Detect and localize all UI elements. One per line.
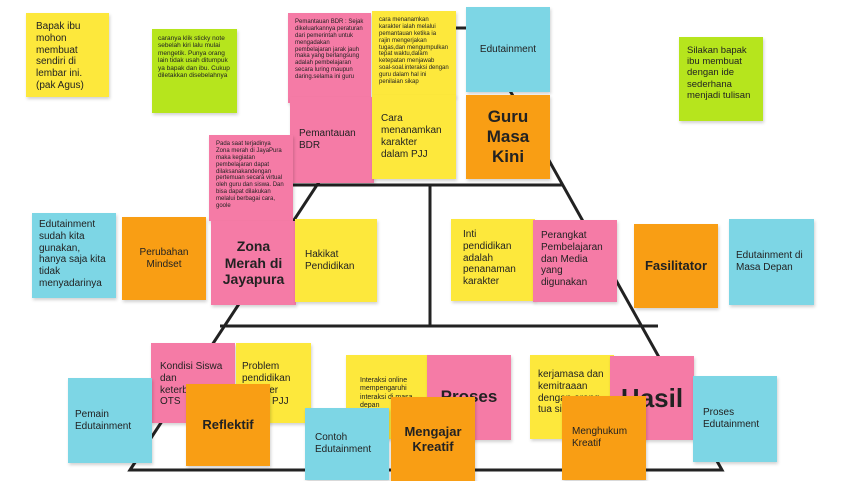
sticky-note-perangkat[interactable]: Perangkat Pembelajaran dan Media yang di… bbox=[533, 220, 617, 302]
sticky-note-proses-edutainment[interactable]: Proses Edutainment bbox=[693, 376, 777, 462]
sticky-note-how-to[interactable]: caranya klik sticky note sebelah kiri la… bbox=[152, 29, 237, 113]
sticky-note-perubahan-mindset[interactable]: Perubahan Mindset bbox=[122, 217, 206, 300]
sticky-note-edutainment-masa-depan[interactable]: Edutainment di Masa Depan bbox=[729, 219, 814, 305]
sticky-note-cara-karakter[interactable]: Cara menanamkan karakter dalam PJJ bbox=[372, 95, 456, 179]
sticky-note-inti-pendidikan[interactable]: Inti pendidikan adalah penanaman karakte… bbox=[451, 219, 535, 301]
sticky-note-instruction[interactable]: Bapak ibu mohon membuat sendiri di lemba… bbox=[26, 13, 109, 97]
sticky-note-contoh-edutainment[interactable]: Contoh Edutainment bbox=[305, 408, 389, 480]
sticky-note-pemantauan-detail[interactable]: Pemantauan BDR : Sejak dikeluarkannya pe… bbox=[288, 13, 371, 103]
sticky-note-mengajar-kreatif[interactable]: Mengajar Kreatif bbox=[391, 397, 475, 481]
sticky-note-menghukum-kreatif[interactable]: Menghukum Kreatif bbox=[562, 396, 646, 480]
sticky-note-edutainment[interactable]: Edutainment bbox=[466, 7, 550, 92]
sticky-note-zona-merah[interactable]: Zona Merah di Jayapura bbox=[211, 221, 296, 305]
sticky-note-karakter-detail[interactable]: cara menanamkan karakter ialah melalui p… bbox=[372, 11, 456, 97]
sticky-note-reflektif[interactable]: Reflektif bbox=[186, 384, 270, 466]
sticky-note-edutainment-used[interactable]: Edutainment sudah kita gunakan, hanya sa… bbox=[32, 213, 116, 298]
sticky-note-fasilitator[interactable]: Fasilitator bbox=[634, 224, 718, 308]
sticky-note-pemantauan-bdr[interactable]: Pemantauan BDR bbox=[290, 97, 374, 183]
sticky-note-zona-detail[interactable]: Pada saat terjadinya Zona merah di JayaP… bbox=[209, 135, 293, 221]
sticky-note-suggestion[interactable]: Silakan bapak ibu membuat dengan ide sed… bbox=[679, 37, 763, 121]
sticky-note-guru-masa-kini[interactable]: Guru Masa Kini bbox=[466, 95, 550, 179]
sticky-note-pemain-edutainment[interactable]: Pemain Edutainment bbox=[68, 378, 152, 463]
sticky-note-hakikat[interactable]: Hakikat Pendidikan bbox=[295, 219, 377, 302]
